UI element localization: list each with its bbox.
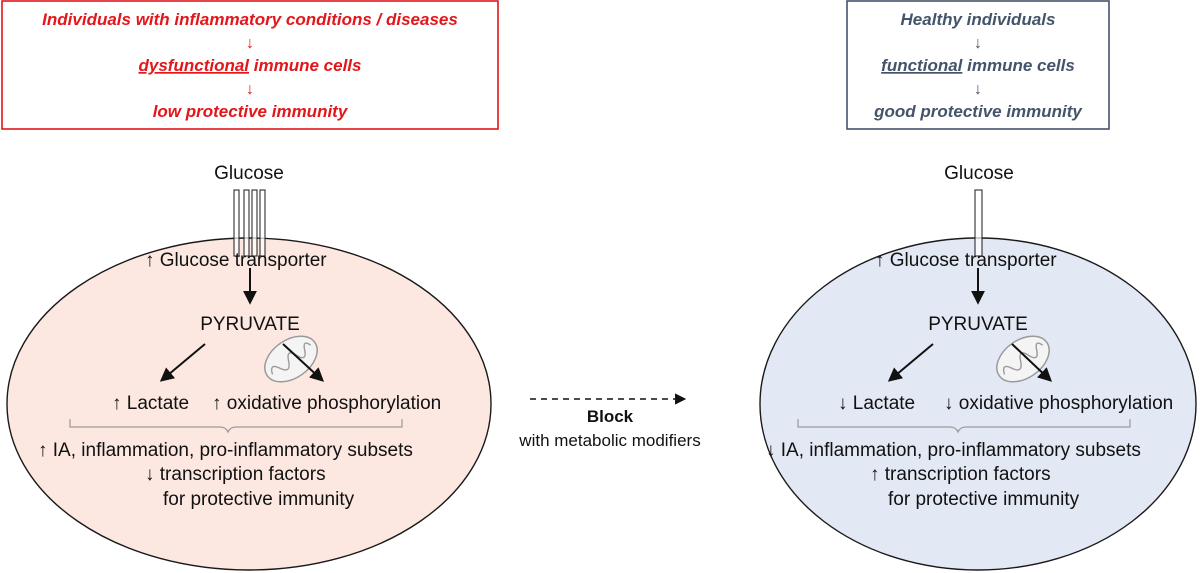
left-panel: Individuals with inflammatory conditions… <box>1 0 499 571</box>
left-oxphos-label: ↑ oxidative phosphorylation <box>212 393 441 414</box>
right-glucose-channel <box>974 189 983 257</box>
left-box-line1: Individuals with inflammatory conditions… <box>42 10 458 29</box>
right-glucose-label: Glucose <box>944 163 1014 184</box>
right-functional-word: functional <box>881 56 963 75</box>
left-channel-3 <box>251 189 258 257</box>
left-channel-4 <box>259 189 266 257</box>
right-transporter-label: ↑ Glucose transporter <box>875 250 1057 271</box>
right-outcome-line1: ↓ IA, inflammation, pro-inflammatory sub… <box>766 440 1141 461</box>
right-condition-box <box>846 0 1110 130</box>
left-glucose-label: Glucose <box>214 163 284 184</box>
right-lactate-label: ↓ Lactate <box>838 393 915 414</box>
left-box-line2: dysfunctional immune cells <box>139 56 362 75</box>
block-label: Block <box>587 407 634 426</box>
left-outcome-line2: ↓ transcription factors <box>145 464 326 485</box>
left-channel-2 <box>243 189 250 257</box>
left-arrow-to-oxphos <box>282 343 325 382</box>
left-box-arrow2: ↓ <box>246 81 254 98</box>
right-mitochondrion-icon <box>996 335 1050 383</box>
left-grouping-bracket <box>69 419 403 434</box>
right-arrow-to-oxphos <box>1011 343 1053 382</box>
left-glucose-transporter-channels <box>233 189 266 257</box>
left-channel-1 <box>233 189 240 257</box>
right-box-line3: good protective immunity <box>873 102 1083 121</box>
metabolic-modifiers-label: with metabolic modifiers <box>518 431 700 450</box>
left-outcome-line1: ↑ IA, inflammation, pro-inflammatory sub… <box>38 440 413 461</box>
right-arrow-to-lactate <box>887 343 934 382</box>
middle-block-arrow: Block with metabolic modifiers <box>518 393 701 450</box>
right-outcome-line3: for protective immunity <box>888 489 1080 510</box>
right-outcome-line2: ↑ transcription factors <box>870 464 1051 485</box>
left-immune-cells-text: immune cells <box>249 56 361 75</box>
right-panel: Healthy individuals ↓ functional immune … <box>759 0 1197 571</box>
left-box-line3: low protective immunity <box>153 102 349 121</box>
right-grouping-bracket <box>797 419 1131 434</box>
left-outcome-line3: for protective immunity <box>163 489 355 510</box>
left-arrow-to-lactate <box>159 343 206 382</box>
left-lactate-label: ↑ Lactate <box>112 393 189 414</box>
left-pyruvate-label: PYRUVATE <box>200 314 300 335</box>
right-box-arrow1: ↓ <box>974 35 982 52</box>
left-condition-box <box>1 0 499 130</box>
left-box-arrow1: ↓ <box>246 35 254 52</box>
left-transporter-label: ↑ Glucose transporter <box>145 250 327 271</box>
right-box-line2: functional immune cells <box>881 56 1075 75</box>
left-mitochondrion-icon <box>264 335 318 383</box>
left-dysfunctional-word: dysfunctional <box>139 56 251 75</box>
right-immune-cells-text: immune cells <box>962 56 1074 75</box>
right-oxphos-label: ↓ oxidative phosphorylation <box>944 393 1173 414</box>
right-box-arrow2: ↓ <box>974 81 982 98</box>
right-pyruvate-label: PYRUVATE <box>928 314 1028 335</box>
right-box-line1: Healthy individuals <box>901 10 1056 29</box>
